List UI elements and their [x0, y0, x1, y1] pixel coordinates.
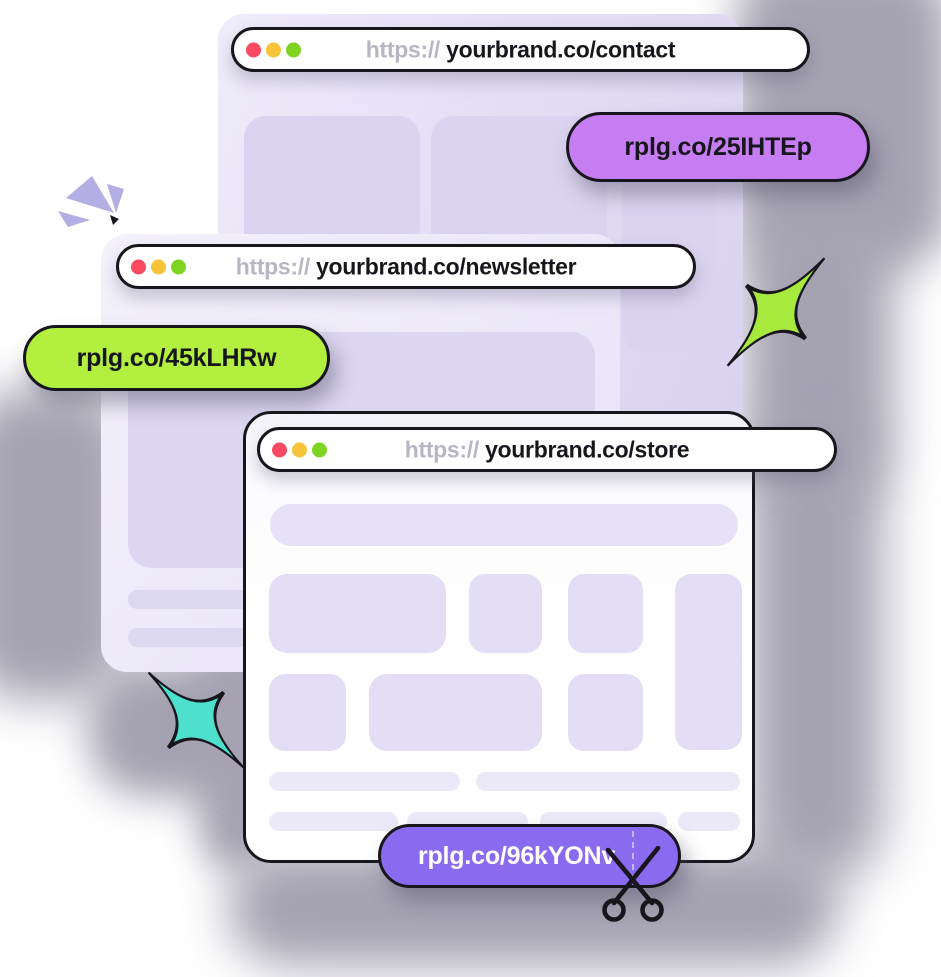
sparkle-star-icon — [147, 671, 245, 769]
content-placeholder-line — [269, 812, 398, 831]
url-address: yourbrand.co/store — [485, 436, 690, 462]
content-placeholder-block — [369, 674, 542, 751]
burst-triangles-icon — [58, 176, 124, 227]
url-text: https:// yourbrand.co/contact — [234, 36, 807, 63]
maximize-dot-icon[interactable] — [171, 259, 186, 274]
url-address: yourbrand.co/contact — [446, 36, 676, 62]
url-scheme: https:// — [235, 253, 311, 279]
short-link-label: rplg.co/25IHTEp — [624, 132, 812, 161]
short-link-pill-newsletter[interactable]: rplg.co/45kLHRw — [23, 325, 330, 391]
minimize-dot-icon[interactable] — [266, 42, 281, 57]
close-dot-icon[interactable] — [131, 259, 146, 274]
url-text: https:// yourbrand.co/store — [260, 436, 834, 463]
content-placeholder-block — [269, 674, 346, 751]
content-placeholder-line — [476, 772, 740, 791]
maximize-dot-icon[interactable] — [312, 442, 327, 457]
sparkle-star-icon — [726, 257, 826, 367]
short-link-label: rplg.co/45kLHRw — [76, 343, 277, 372]
short-link-pill-contact[interactable]: rplg.co/25IHTEp — [566, 112, 870, 182]
maximize-dot-icon[interactable] — [286, 42, 301, 57]
content-placeholder-block — [469, 574, 542, 653]
url-bar-contact[interactable]: https:// yourbrand.co/contact — [231, 27, 810, 72]
url-bar-newsletter[interactable]: https:// yourbrand.co/newsletter — [116, 244, 696, 289]
content-placeholder-block — [568, 674, 643, 751]
traffic-lights — [131, 259, 186, 274]
minimize-dot-icon[interactable] — [292, 442, 307, 457]
content-placeholder-block — [568, 574, 643, 653]
close-dot-icon[interactable] — [246, 42, 261, 57]
shadow-blob — [748, 430, 883, 882]
short-link-label: rplg.co/96kYONv — [417, 841, 616, 870]
content-placeholder-block — [269, 574, 446, 653]
scissors-icon — [602, 846, 664, 922]
url-bar-store[interactable]: https:// yourbrand.co/store — [257, 427, 837, 472]
content-placeholder-line — [678, 812, 740, 831]
content-placeholder-bar — [270, 504, 738, 546]
url-address: yourbrand.co/newsletter — [316, 253, 577, 279]
cut-dashed-line — [632, 831, 634, 881]
url-scheme: https:// — [365, 36, 441, 62]
close-dot-icon[interactable] — [272, 442, 287, 457]
content-placeholder-block — [675, 574, 742, 750]
minimize-dot-icon[interactable] — [151, 259, 166, 274]
url-text: https:// yourbrand.co/newsletter — [119, 253, 693, 280]
browser-window-store — [243, 411, 755, 863]
url-scheme: https:// — [404, 436, 480, 462]
content-placeholder-line — [269, 772, 460, 791]
traffic-lights — [272, 442, 327, 457]
traffic-lights — [246, 42, 301, 57]
